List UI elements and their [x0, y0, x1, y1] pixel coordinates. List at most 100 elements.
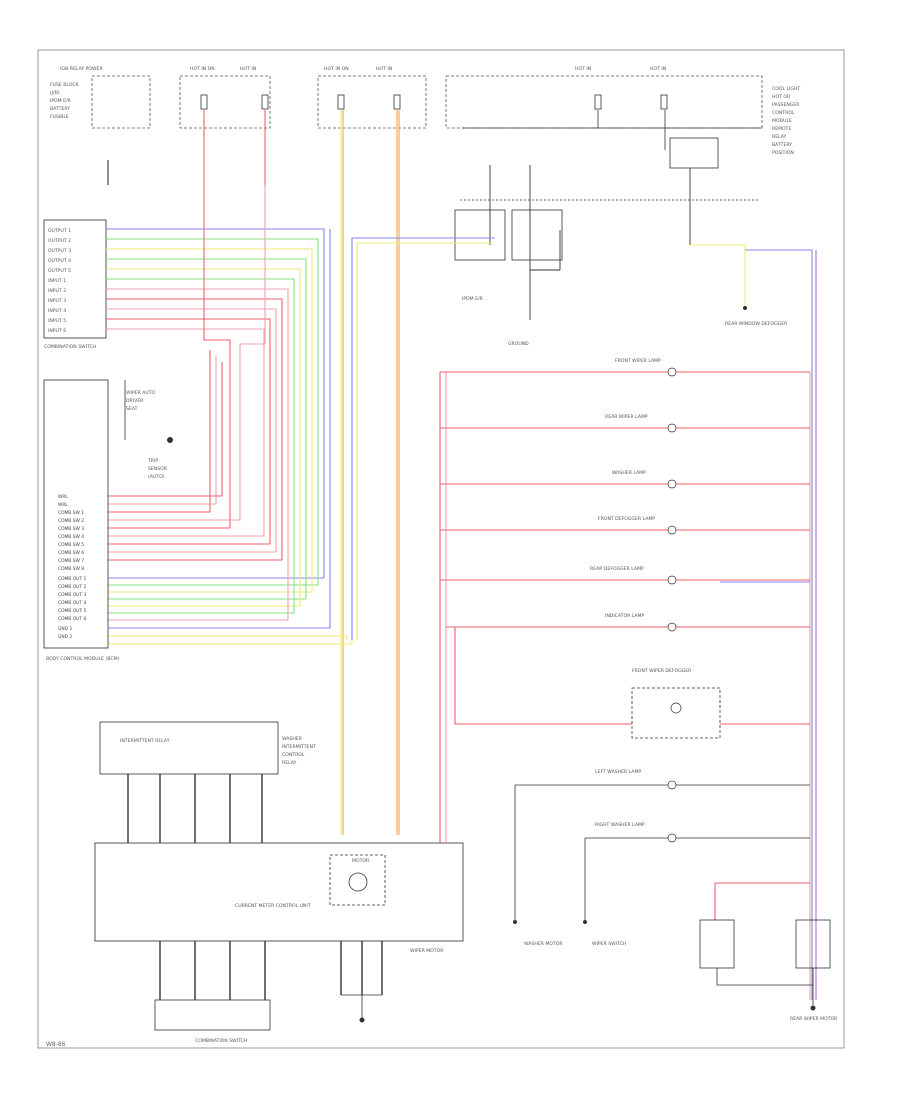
rear-wiper-motor-label: REAR WIPER MOTOR [790, 1016, 838, 1022]
svg-text:OUTPUT 1: OUTPUT 1 [48, 228, 71, 234]
svg-text:FUSIBLE: FUSIBLE [50, 114, 69, 120]
svg-text:WIPER AUTO: WIPER AUTO [126, 390, 156, 396]
svg-text:WASHER: WASHER [282, 736, 303, 742]
svg-text:COOL LIGHT: COOL LIGHT [772, 86, 800, 92]
svg-text:COMB SW 2: COMB SW 2 [58, 518, 84, 524]
svg-text:COMB SW 3: COMB SW 3 [58, 526, 84, 532]
svg-text:LEFT WASHER LAMP: LEFT WASHER LAMP [595, 769, 641, 775]
svg-text:INPUT 2: INPUT 2 [48, 288, 66, 294]
svg-text:FUSE BLOCK: FUSE BLOCK [50, 82, 80, 88]
svg-text:COMB OUT 4: COMB OUT 4 [58, 600, 86, 606]
body-control-module: WIPER AUTO DRIVER SEAT TRIP SENSOR (AUTO… [43, 379, 173, 662]
diagram-frame [37, 49, 845, 1049]
svg-text:SEAT: SEAT [126, 406, 138, 412]
svg-text:POSITION: POSITION [772, 150, 794, 156]
svg-text:COMB SW 8: COMB SW 8 [58, 566, 84, 572]
lamp-1: FRONT WIPER LAMP [615, 358, 677, 377]
svg-text:(AUTO): (AUTO) [148, 474, 165, 480]
svg-text:INPUT 1: INPUT 1 [48, 278, 66, 284]
svg-text:COMB SW 5: COMB SW 5 [58, 542, 84, 548]
bcm-label: BODY CONTROL MODULE (BCM) [46, 656, 120, 662]
lamp-4: FRONT DEFOGGER LAMP [598, 516, 677, 535]
svg-text:INPUT 6: INPUT 6 [48, 328, 66, 334]
svg-text:REAR DEFOGGER LAMP: REAR DEFOGGER LAMP [590, 566, 644, 572]
svg-text:COMB OUT 6: COMB OUT 6 [58, 616, 86, 622]
svg-text:HOT IN: HOT IN [650, 66, 666, 72]
power-wires [107, 110, 400, 835]
svg-text:HOT IN: HOT IN [376, 66, 392, 72]
lamp-3: WASHER LAMP [612, 470, 677, 489]
bottom-right-components: WASHER MOTOR WIPER SWITCH REAR WIPER MOT… [513, 919, 838, 1022]
svg-text:OUTPUT 3: OUTPUT 3 [48, 248, 71, 254]
top-left-fuse-panel: IGN RELAY POWER FUSE BLOCK (J/B) IPDM E/… [50, 66, 800, 156]
wiper-motor-label: WIPER MOTOR [410, 948, 444, 954]
svg-text:FRONT WIPER DEFOGGER: FRONT WIPER DEFOGGER [632, 668, 692, 674]
lamp-7: FRONT WIPER DEFOGGER [631, 668, 721, 739]
svg-text:PASSENGER: PASSENGER [772, 102, 800, 108]
intermittent-relay-label: INTERMITTENT RELAY [120, 738, 170, 744]
svg-text:COMB OUT 1: COMB OUT 1 [58, 576, 86, 582]
svg-text:WRL: WRL [58, 502, 68, 508]
svg-text:BATTERY: BATTERY [50, 106, 70, 112]
svg-text:INPUT 4: INPUT 4 [48, 308, 66, 314]
svg-text:COMB OUT 5: COMB OUT 5 [58, 608, 86, 614]
svg-text:CONTROL: CONTROL [772, 110, 795, 116]
control-unit-feeds [439, 835, 447, 843]
lamp-9: RIGHT WASHER LAMP [595, 822, 677, 843]
svg-text:FRONT WIPER LAMP: FRONT WIPER LAMP [615, 358, 661, 364]
combination-switch-harness [106, 185, 353, 645]
svg-text:RELAY: RELAY [282, 760, 297, 766]
footer-code: W8-86 [46, 1041, 66, 1048]
svg-text:MODULE: MODULE [772, 118, 792, 124]
svg-text:REAR WIPER LAMP: REAR WIPER LAMP [605, 414, 648, 420]
svg-text:(J/B): (J/B) [50, 90, 60, 96]
svg-text:IGN RELAY POWER: IGN RELAY POWER [60, 66, 103, 72]
svg-text:RELAY: RELAY [772, 134, 787, 140]
svg-text:COMB SW 6: COMB SW 6 [58, 550, 84, 556]
lamp-6: INDICATOR LAMP [605, 613, 677, 632]
svg-text:COMB OUT 2: COMB OUT 2 [58, 584, 86, 590]
washer-switch-label: COMBINATION SWITCH [195, 1038, 247, 1044]
rear-window-defogger-label: REAR WINDOW DEFOGGER [725, 321, 788, 327]
svg-text:OUTPUT 2: OUTPUT 2 [48, 238, 71, 244]
lamp-2: REAR WIPER LAMP [605, 414, 677, 433]
svg-text:GND 1: GND 1 [58, 626, 72, 632]
washer-motor-label: WASHER MOTOR [524, 941, 563, 947]
svg-text:BATTERY: BATTERY [772, 142, 792, 148]
svg-text:IPDM E/R: IPDM E/R [50, 98, 72, 104]
svg-text:INDICATOR LAMP: INDICATOR LAMP [605, 613, 645, 619]
lamp-circuits [439, 371, 811, 1000]
svg-text:INTERMITTENT: INTERMITTENT [282, 744, 316, 750]
svg-text:COMB OUT 3: COMB OUT 3 [58, 592, 86, 598]
lamp-8: LEFT WASHER LAMP [595, 769, 677, 790]
intermittent-relay: INTERMITTENT RELAY WASHER INTERMITTENT C… [99, 721, 316, 843]
svg-text:WASHER LAMP: WASHER LAMP [612, 470, 646, 476]
svg-text:HOT IN ON: HOT IN ON [324, 66, 349, 72]
svg-text:HOT IN: HOT IN [240, 66, 256, 72]
ground-label: GROUND [508, 341, 529, 347]
svg-text:TRIP: TRIP [147, 458, 158, 464]
svg-text:CONTROL: CONTROL [282, 752, 305, 758]
wiper-switch-label: WIPER SWITCH [592, 941, 626, 947]
svg-text:REMOTE: REMOTE [772, 126, 791, 132]
svg-text:HOT IN: HOT IN [575, 66, 591, 72]
rear-defogger-relay: IPDM E/R GROUND REAR WINDOW DEFOGGER [454, 110, 788, 347]
svg-text:GND 2: GND 2 [58, 634, 72, 640]
svg-text:HOT IN ON: HOT IN ON [190, 66, 215, 72]
control-unit-label: CURRENT METER CONTROL UNIT [235, 903, 311, 909]
svg-text:MOTOR: MOTOR [352, 858, 370, 864]
svg-text:OUTPUT 5: OUTPUT 5 [48, 268, 71, 274]
svg-text:DRIVER: DRIVER [126, 398, 144, 404]
fuse-block-label: IGN RELAY POWER FUSE BLOCK (J/B) IPDM E/… [50, 66, 103, 120]
ipdm-label: IPDM E/R [462, 296, 484, 302]
svg-text:INPUT 5: INPUT 5 [48, 318, 66, 324]
svg-text:WRL: WRL [58, 494, 68, 500]
lamp-5: REAR DEFOGGER LAMP [590, 566, 677, 585]
svg-text:COMB SW 4: COMB SW 4 [58, 534, 84, 540]
svg-text:OUTPUT 4: OUTPUT 4 [48, 258, 71, 264]
svg-text:INPUT 3: INPUT 3 [48, 298, 66, 304]
svg-text:COMB SW 7: COMB SW 7 [58, 558, 84, 564]
svg-text:HOT OR: HOT OR [772, 94, 791, 100]
